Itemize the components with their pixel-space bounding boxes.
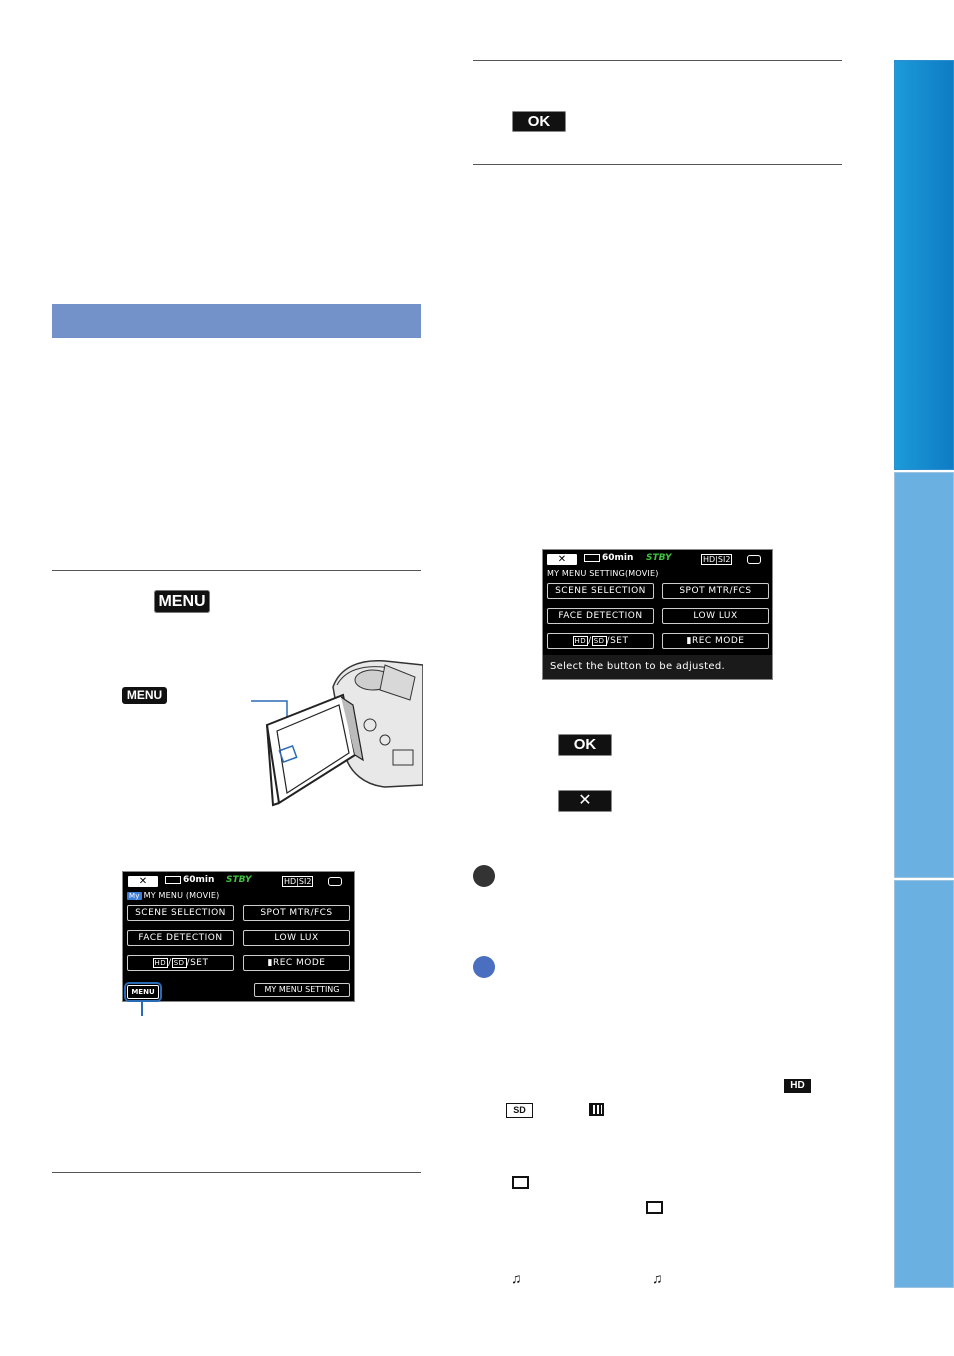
close-icon: ✕ xyxy=(578,792,592,809)
quality-label: SI2 xyxy=(298,877,312,886)
menu-button[interactable]: MENU xyxy=(154,590,210,613)
rec-mode-label: REC MODE xyxy=(691,636,745,646)
rec-mode-film-icon xyxy=(589,1103,604,1116)
lcd-btn-low-lux[interactable]: LOW LUX xyxy=(662,608,769,624)
hd-quality-icon: HD xyxy=(784,1079,811,1093)
lcd-my-menu-setting-button[interactable]: MY MENU SETTING xyxy=(254,983,350,997)
lcd-btn-spot-mtr-fcs[interactable]: SPOT MTR/FCS xyxy=(662,583,769,599)
battery-indicator: 60min xyxy=(165,875,214,885)
ok-button[interactable]: OK xyxy=(512,111,566,132)
side-tab-contents[interactable] xyxy=(894,60,954,470)
rec-mode-label: REC MODE xyxy=(272,958,326,968)
note-marker-icon xyxy=(473,865,495,887)
battery-remaining: 60min xyxy=(602,553,634,563)
divider-left-2 xyxy=(52,1172,421,1173)
lcd-btn-rec-mode[interactable]: ▮REC MODE xyxy=(243,955,350,971)
lcd-close-button[interactable]: ✕ xyxy=(547,554,577,565)
section-heading-band xyxy=(52,304,421,338)
media-label: HD xyxy=(284,877,297,886)
recording-media-badge: HD|SI2 xyxy=(701,554,733,565)
lcd-title-text: MY MENU (MOVIE) xyxy=(143,891,220,900)
callout-line xyxy=(141,1002,143,1016)
divider-left-1 xyxy=(52,570,421,571)
hd-sd-icon: HD xyxy=(152,958,169,968)
memory-card-icon xyxy=(328,877,342,886)
film-icon: ▮ xyxy=(267,958,273,968)
sd-icon: SD xyxy=(171,958,187,968)
quality-label: SI2 xyxy=(717,555,731,564)
lcd-menu-return-button[interactable]: MENU xyxy=(124,982,162,1002)
divider-right-2 xyxy=(473,164,842,165)
media-label: HD xyxy=(703,555,716,564)
lcd-btn-face-detection[interactable]: FACE DETECTION xyxy=(547,608,654,624)
side-tab-index[interactable] xyxy=(894,880,954,1288)
lcd-btn-face-detection[interactable]: FACE DETECTION xyxy=(127,930,234,946)
tip-marker-icon xyxy=(473,956,495,978)
film-icon: ▮ xyxy=(686,636,692,646)
lcd-btn-scene-selection[interactable]: SCENE SELECTION xyxy=(127,905,234,921)
battery-indicator: 60min xyxy=(584,553,633,563)
side-tab-useful-techniques[interactable] xyxy=(894,472,954,878)
recording-media-badge: HD|SI2 xyxy=(282,876,314,887)
divider-right-top xyxy=(473,60,842,61)
standby-status: STBY xyxy=(646,553,672,563)
standby-status: STBY xyxy=(226,875,252,885)
my-menu-icon: My xyxy=(127,892,142,900)
lcd-btn-scene-selection[interactable]: SCENE SELECTION xyxy=(547,583,654,599)
close-button[interactable]: ✕ xyxy=(558,790,612,812)
lcd-btn-spot-mtr-fcs[interactable]: SPOT MTR/FCS xyxy=(243,905,350,921)
hd-icon: HD xyxy=(572,636,589,646)
battery-remaining: 60min xyxy=(183,875,215,885)
aspect-ratio-icon xyxy=(512,1176,529,1189)
lcd-btn-rec-mode[interactable]: ▮REC MODE xyxy=(662,633,769,649)
lcd-btn-hd-sd-set[interactable]: HD/SD/SET xyxy=(127,955,234,971)
sd-quality-icon: SD xyxy=(506,1103,533,1118)
battery-icon xyxy=(165,875,181,884)
lcd-close-button[interactable]: ✕ xyxy=(128,876,158,887)
battery-icon xyxy=(584,553,600,562)
lcd-status-message: Select the button to be adjusted. xyxy=(543,655,772,679)
camcorder-illustration xyxy=(251,659,423,807)
sd-icon: SD xyxy=(591,636,607,646)
ok-button-confirm[interactable]: OK xyxy=(558,734,612,756)
lcd-menu-title: MY MENU SETTING(MOVIE) xyxy=(547,569,659,578)
audio-mode-icon: ♫ xyxy=(511,1270,522,1286)
hd-sd-set-label: /SET xyxy=(186,958,209,968)
menu-button-small[interactable]: MENU xyxy=(122,687,167,704)
aspect-ratio-icon xyxy=(646,1201,663,1214)
memory-card-icon xyxy=(747,555,761,564)
hd-sd-set-label: /SET xyxy=(606,636,629,646)
audio-mode-icon: ♫ xyxy=(652,1270,663,1286)
lcd-btn-low-lux[interactable]: LOW LUX xyxy=(243,930,350,946)
lcd-screen-my-menu-setting: ✕ 60min STBY HD|SI2 MY MENU SETTING(MOVI… xyxy=(542,549,773,680)
lcd-btn-hd-sd-set[interactable]: HD/SD/SET xyxy=(547,633,654,649)
